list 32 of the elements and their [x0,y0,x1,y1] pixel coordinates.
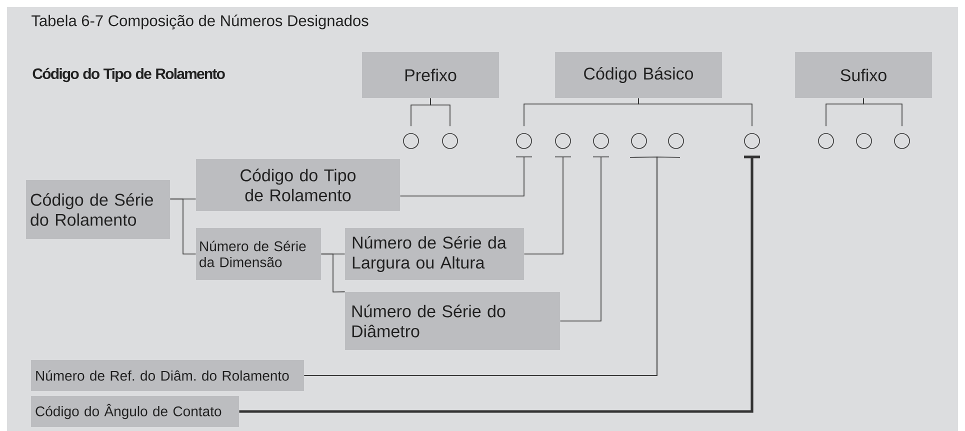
label-box: Número de Série da Dimensão [196,228,321,280]
connector-line [170,198,196,254]
digit-circle [744,133,760,149]
digit-circle [516,133,532,149]
digit-circle [894,133,910,149]
digit-circle [442,133,458,149]
connector-line [320,254,346,292]
label-box: Código Básico [555,52,722,98]
label-box: Número de Série da Largura ou Altura [345,228,524,280]
digit-circle [555,133,571,149]
label-box: Código do Ângulo de Contato [31,396,239,427]
digit-circle [668,133,684,149]
digit-circle [818,133,834,149]
table-title: Tabela 6-7 Composição de Números Designados [32,14,368,30]
label-box: Sufixo [795,52,932,98]
label-box: Número de Ref. do Diâm. do Rolamento [31,360,304,391]
connector-line [638,98,752,126]
label-box: Código de Série do Rolamento [26,180,170,239]
connector-line [524,156,572,254]
connector-line [238,156,762,413]
digit-circle [856,133,872,149]
connector-line [400,156,532,196]
connector-line [560,156,610,322]
connector-line [863,98,902,126]
digit-circle [403,133,419,149]
digit-circle [593,133,609,149]
label-box: Código do Tipo de Rolamento [196,159,400,211]
connector-line [430,98,450,126]
heading: Código do Tipo de Rolamento [32,68,225,82]
label-box: Prefixo [362,52,499,98]
digit-circle [631,133,647,149]
label-box: Número de Série do Diâmetro [345,292,560,350]
